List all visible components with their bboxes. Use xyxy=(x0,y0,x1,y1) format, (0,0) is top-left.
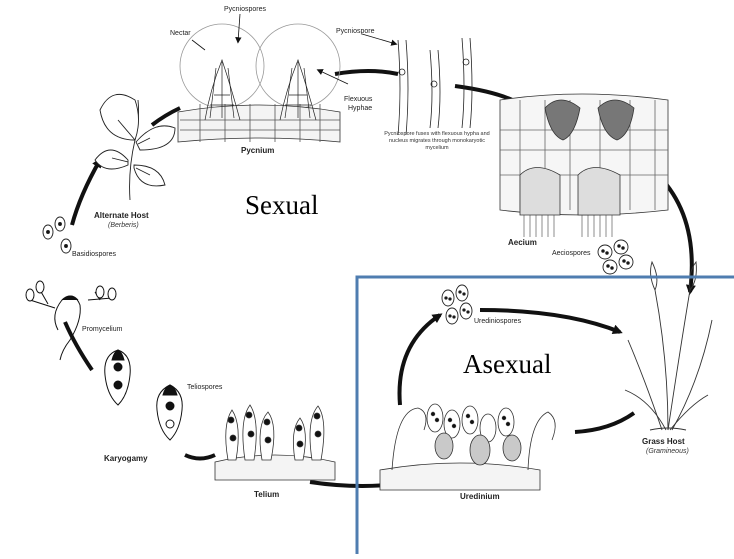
arrow-pycnium-to-flexuous xyxy=(335,71,398,74)
label-teliospores: Teliospores xyxy=(187,384,222,391)
promycelium-illustration xyxy=(26,281,116,360)
uredinium-illustration xyxy=(380,404,555,490)
aeciospores-cluster xyxy=(598,240,633,274)
arrow-asexual-left xyxy=(400,315,441,405)
aecium-illustration xyxy=(500,94,668,237)
label-flexuous-2: Hyphae xyxy=(348,105,372,112)
arrow-grass-to-uredinium xyxy=(575,413,634,432)
arrow-uredinium-to-telium xyxy=(310,482,388,486)
label-promycelium: Promycelium xyxy=(82,326,122,333)
pycnium-illustration xyxy=(178,14,348,142)
phase-label-sexual: Sexual xyxy=(245,190,319,221)
telium-illustration xyxy=(215,405,335,480)
label-aeciospores: Aeciospores xyxy=(552,250,591,257)
label-alternate-host: Alternate Host xyxy=(94,211,149,220)
label-aecium: Aecium xyxy=(508,238,537,247)
urediniospores-cluster xyxy=(442,285,472,324)
basidiospores-cluster xyxy=(43,217,71,253)
label-karyogamy: Karyogamy xyxy=(104,454,148,463)
label-nectar: Nectar xyxy=(170,30,191,37)
label-pycniospore: Pycniospore xyxy=(336,28,375,35)
phase-label-asexual: Asexual xyxy=(463,349,551,380)
label-urediniospores: Urediniospores xyxy=(474,318,521,325)
arrow-host-to-pycnium xyxy=(152,108,180,125)
karyogamy-illustration xyxy=(105,350,182,440)
label-pycnium: Pycnium xyxy=(241,146,274,155)
label-grass-host: Grass Host xyxy=(642,437,685,446)
alternate-host-illustration xyxy=(95,94,175,200)
label-alternate-host-sub: (Berberis) xyxy=(108,222,139,229)
label-fusion-note: Pycniospore fuses with flexuous hypha an… xyxy=(377,131,497,152)
label-pycniospores: Pycniospores xyxy=(224,6,266,13)
asexual-region-border xyxy=(357,277,734,554)
arrow-telium-to-karyogamy xyxy=(185,455,215,459)
label-flexuous-1: Flexuous xyxy=(344,96,372,103)
label-uredinium: Uredinium xyxy=(460,492,500,501)
label-grass-host-sub: (Gramineous) xyxy=(646,448,689,455)
grass-host-illustration xyxy=(625,262,712,430)
label-basidiospores: Basidiospores xyxy=(72,251,116,258)
label-telium: Telium xyxy=(254,490,279,499)
